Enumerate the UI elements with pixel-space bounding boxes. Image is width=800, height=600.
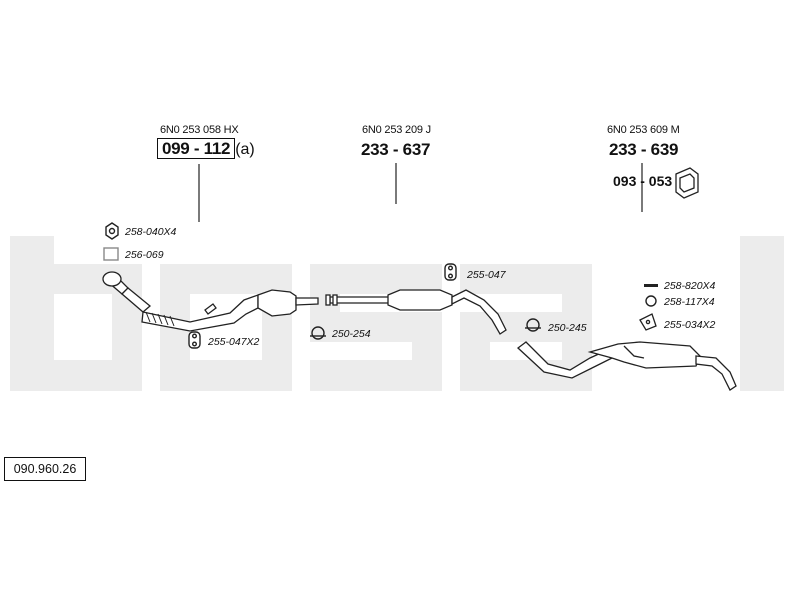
clamp-icon [310,326,326,340]
part-label-gasket: 256-069 [125,249,164,261]
bosal-watermark [10,236,784,391]
part-number-front-suffix: (a) [235,141,255,158]
part-number-front-boxed: 099 - 112 [157,138,236,159]
oe-number-rear: 6N0 253 609 M [607,124,680,136]
part-label-hanger-front: 255-047X2 [208,336,260,348]
part-label-clamp-rear: 250-245 [548,322,587,334]
front-pipe-with-catalyst [102,271,319,332]
rear-pipe-with-silencer [516,341,737,391]
part-number-middle: 233 - 637 [361,140,431,159]
part-label-hanger-middle: 255-047 [467,269,506,281]
leader-lines [198,163,643,222]
oe-number-front: 6N0 253 058 HX [160,124,239,136]
part-label-bolt: 258-820X4 [664,280,716,292]
part-label-washer: 258-117X4 [664,296,715,308]
nut-icon [105,222,119,240]
bracket-icon [639,313,657,331]
part-number-rear: 233 - 639 [609,140,679,159]
part-number-mount: 093 - 053 [613,173,673,189]
middle-pipe-with-silencer [325,289,507,335]
part-number-front: 099 - 112(a) [157,138,255,159]
clamp-icon [525,318,541,332]
rubber-hanger-icon [188,331,201,349]
washer-icon [645,295,657,307]
oe-number-middle: 6N0 253 209 J [362,124,431,136]
rubber-hanger-icon [444,263,457,281]
catalog-number-box: 090.960.26 [4,457,86,481]
gasket-icon [103,247,119,261]
part-label-nut: 258-040X4 [125,226,177,238]
part-label-clamp-front: 250-254 [332,328,371,340]
mount-bracket-icon [675,167,699,199]
bolt-icon [644,284,658,287]
part-label-bracket: 255-034X2 [664,319,716,331]
